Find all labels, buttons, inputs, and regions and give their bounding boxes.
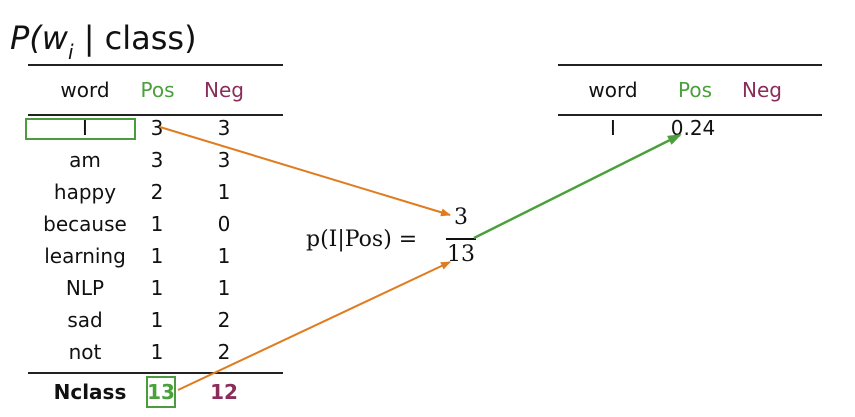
right-table-header-rule bbox=[558, 114, 822, 116]
formula-lhs: p(I|Pos) = bbox=[306, 227, 418, 252]
title-suffix: | class) bbox=[73, 19, 197, 57]
row-pos: 2 bbox=[150, 180, 164, 204]
row-word: sad bbox=[67, 308, 103, 332]
arrow-result-to-table bbox=[473, 133, 682, 240]
left-header-word: word bbox=[60, 78, 110, 102]
row-word: not bbox=[68, 340, 102, 364]
left-table-total-rule bbox=[28, 372, 283, 374]
arrow-total-to-denominator bbox=[177, 261, 451, 391]
formula-fraction-bar bbox=[446, 238, 476, 240]
row-neg: 1 bbox=[217, 276, 231, 300]
row-pos: 3 bbox=[150, 116, 164, 140]
row-word: I bbox=[82, 116, 88, 140]
left-header-neg: Neg bbox=[204, 78, 244, 102]
row-pos: 1 bbox=[150, 308, 164, 332]
page-title: P(wi | class) bbox=[10, 18, 197, 64]
formula-numerator: 3 bbox=[454, 205, 468, 230]
right-header-word: word bbox=[588, 78, 638, 102]
row-pos: 1 bbox=[150, 276, 164, 300]
formula-denominator: 13 bbox=[447, 242, 475, 267]
total-pos: 13 bbox=[147, 380, 175, 404]
right-header-neg: Neg bbox=[742, 78, 782, 102]
row-word: am bbox=[69, 148, 101, 172]
left-table-header-rule bbox=[28, 114, 283, 116]
left-header-pos: Pos bbox=[140, 78, 175, 102]
row-pos: 3 bbox=[150, 148, 164, 172]
row-neg: 0 bbox=[217, 212, 231, 236]
row-neg: 3 bbox=[217, 148, 231, 172]
row-neg: 2 bbox=[217, 308, 231, 332]
row-neg: 2 bbox=[217, 340, 231, 364]
arrow-count-to-numerator bbox=[159, 126, 451, 217]
row-pos: 1 bbox=[150, 212, 164, 236]
title-prefix: P(w bbox=[10, 19, 68, 57]
highlight-word-box bbox=[25, 118, 136, 140]
row-word: because bbox=[43, 212, 127, 236]
row-word: learning bbox=[44, 244, 126, 268]
row-neg: 1 bbox=[217, 180, 231, 204]
highlight-total-box bbox=[146, 376, 176, 408]
right-header-pos: Pos bbox=[677, 78, 712, 102]
row-word: NLP bbox=[65, 276, 105, 300]
left-table-top-rule bbox=[28, 64, 283, 66]
row-neg: 1 bbox=[217, 244, 231, 268]
total-label: Nclass bbox=[53, 380, 127, 404]
row-word: I bbox=[610, 116, 616, 140]
row-neg: 3 bbox=[217, 116, 231, 140]
row-word: happy bbox=[53, 180, 117, 204]
total-neg: 12 bbox=[210, 380, 238, 404]
row-pos: 1 bbox=[150, 244, 164, 268]
title-subscript: i bbox=[67, 40, 74, 64]
right-table-top-rule bbox=[558, 64, 822, 66]
row-pos: 1 bbox=[150, 340, 164, 364]
